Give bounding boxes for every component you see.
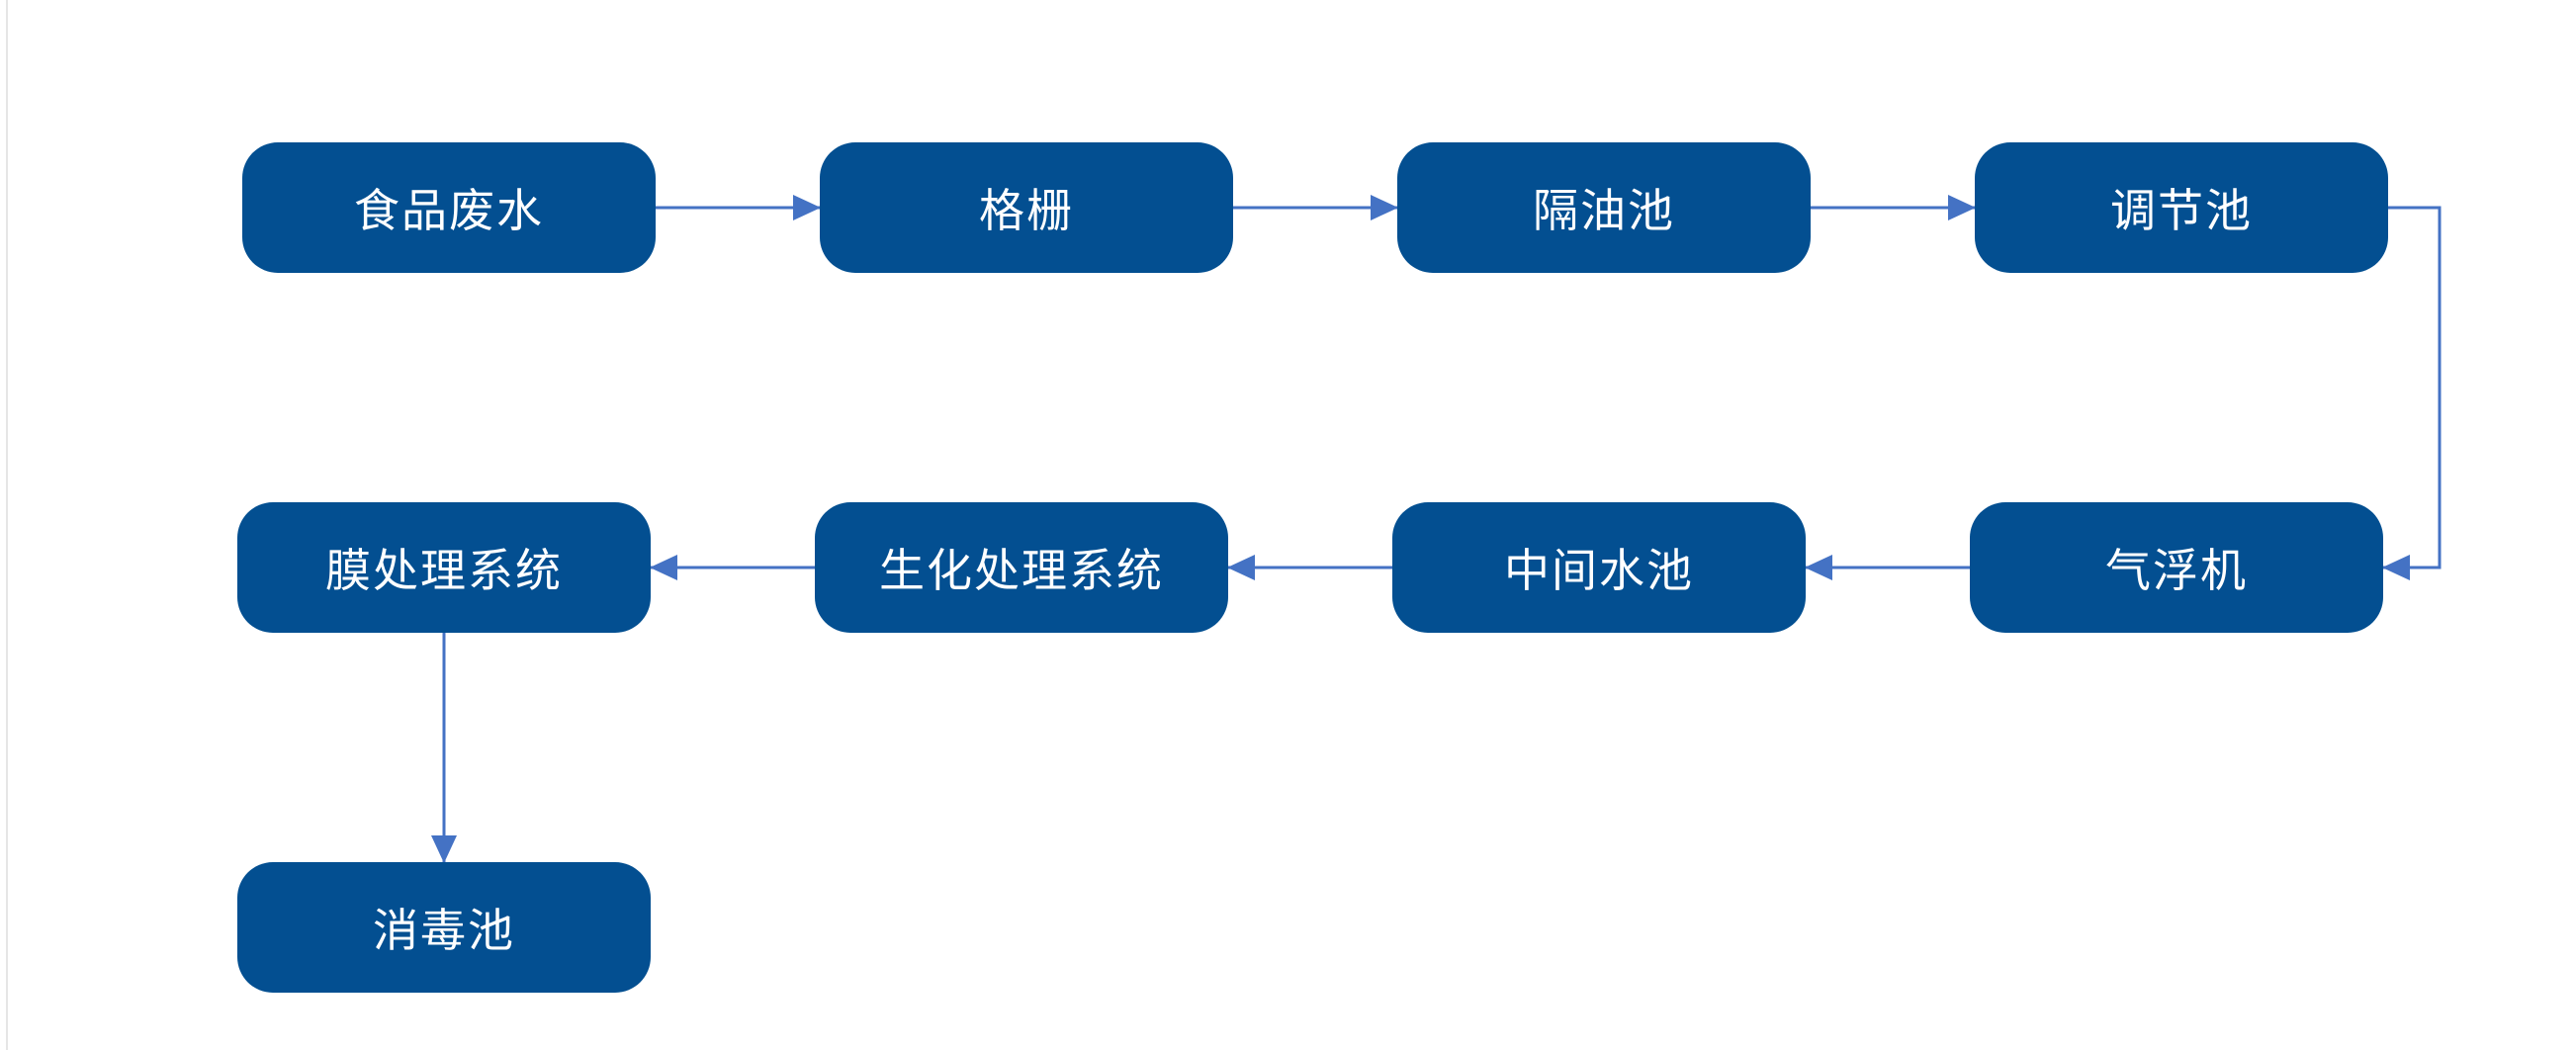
node-label: 格栅 xyxy=(979,184,1074,237)
node-label: 食品废水 xyxy=(354,184,544,237)
page-edge-divider xyxy=(6,0,8,1050)
node-label: 生化处理系统 xyxy=(879,544,1164,597)
node-food-wastewater: 食品废水 xyxy=(242,142,656,273)
node-grille: 格栅 xyxy=(820,142,1233,273)
node-oil-separation-tank: 隔油池 xyxy=(1397,142,1811,273)
node-label: 调节池 xyxy=(2110,184,2253,237)
node-disinfection-tank: 消毒池 xyxy=(237,862,651,993)
node-biochemical-system: 生化处理系统 xyxy=(815,502,1228,633)
node-membrane-system: 膜处理系统 xyxy=(237,502,651,633)
node-label: 隔油池 xyxy=(1533,184,1675,237)
node-air-flotation-machine: 气浮机 xyxy=(1970,502,2383,633)
node-label: 中间水池 xyxy=(1504,544,1694,597)
node-intermediate-tank: 中间水池 xyxy=(1392,502,1806,633)
connector-n4-n5 xyxy=(2382,206,2442,580)
node-label: 膜处理系统 xyxy=(325,544,563,597)
node-label: 消毒池 xyxy=(373,904,515,957)
node-equalization-tank: 调节池 xyxy=(1975,142,2388,273)
node-label: 气浮机 xyxy=(2105,544,2248,597)
